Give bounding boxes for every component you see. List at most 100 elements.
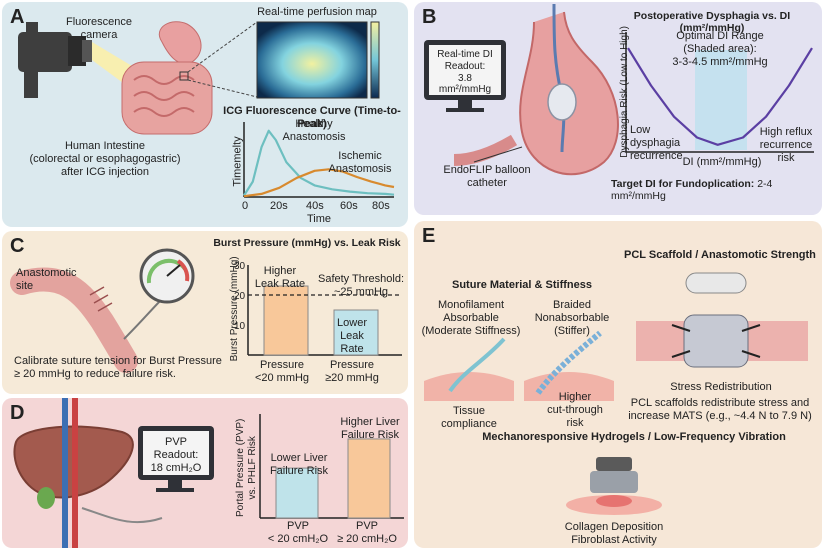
target-di-heading: Target DI for Fundoplication:	[611, 178, 755, 190]
burst-bar-0	[263, 285, 309, 356]
healthy-label-line-1: Healthy	[295, 118, 333, 130]
target-di-value: 2-4 mm²/mmHg	[611, 178, 773, 203]
pvp-monitor-icon	[138, 426, 214, 492]
panel-b-illustration	[424, 3, 814, 176]
collagen-label: Collagen Deposition	[564, 521, 664, 533]
braided-label: Braided Nonabsorbable (Stiffer)	[526, 299, 618, 338]
ischemic-label: Ischemic Anastomosis	[320, 150, 400, 176]
di-x-label: DI (mm²/mmHg)	[682, 156, 762, 168]
tissue-compliance-label: Tissue compliance	[434, 405, 504, 431]
lower-risk-line-1: Lower Liver	[270, 452, 328, 464]
target-di-label: Target DI for Fundoplication: 2-4 mm²/mm…	[611, 178, 821, 203]
catheter-label-line-1: EndoFLIP balloon	[443, 164, 531, 176]
icg-tick-20: 20s	[270, 200, 288, 212]
burst-cat-1: Pressure <20 mmHg	[252, 359, 312, 385]
ischemic-label-line-2: Anastomosis	[328, 162, 392, 175]
sensor-cable	[81, 507, 163, 524]
bar2-leak-line-1: Lower	[337, 317, 367, 329]
braided-line-1: Braided	[553, 299, 591, 311]
burst-tick-30: 30	[234, 261, 246, 272]
di-readout: Real-time DI Readout: 3.8 mm²/mmHg	[431, 49, 499, 96]
burst-cat-1-line-1: Pressure	[259, 359, 305, 371]
panel-a: A Fluorescence camera Human Intestine (c…	[2, 2, 408, 227]
portal-vein	[62, 398, 68, 548]
burst-cat-2-line-1: Pressure	[329, 359, 375, 371]
pvp-bar-1	[347, 438, 391, 519]
intestine-label-line-2: (colorectal or esophagogastric)	[29, 152, 181, 165]
anastomotic-site-label: Anastomotic site	[16, 267, 96, 293]
pvp-cat-2-line-1: PVP	[355, 520, 378, 532]
intestine-label-line-3: after ICG injection	[60, 165, 150, 178]
monofilament-line-2: Absorbable	[443, 311, 499, 324]
calibrate-note-line-1: Calibrate suture tension for Burst Press…	[14, 355, 222, 367]
catheter-label: EndoFLIP balloon catheter	[432, 164, 542, 190]
braided-suture	[535, 330, 602, 395]
pvp-readout: PVP Readout: 18 cmH₂O	[143, 436, 209, 475]
artery	[72, 398, 78, 548]
pvp-cat-2: PVP ≥ 20 cmH₂O	[332, 520, 402, 546]
optimal-range-label: Optimal DI Range (Shaded area): 3-3-4.5 …	[650, 30, 790, 69]
icg-series-1	[243, 168, 395, 198]
optimal-range-shade	[695, 50, 747, 150]
tissue-compliance-line-2: compliance	[441, 417, 497, 430]
panel-b: B Real-time DI Readout: 3.8 mm²/mmHg End…	[414, 2, 822, 215]
pvp-cat-1-line-2: < 20 cmH₂O	[267, 532, 329, 545]
perfusion-title: Real-time perfusion map	[257, 6, 377, 18]
stomach-shape	[159, 21, 202, 65]
camera-icon	[18, 22, 92, 98]
pvp-cat-1-line-1: PVP	[286, 520, 309, 532]
icg-tick-80: 80s	[372, 200, 390, 212]
high-reflux-line-1: High reflux	[759, 126, 813, 138]
burst-chart-title: Burst Pressure (mmHg) vs. Leak Risk	[213, 237, 401, 249]
suture-marks	[89, 286, 113, 312]
balloon-icon	[547, 83, 577, 121]
monofilament-line-3: (Moderate Stiffness)	[421, 324, 521, 337]
di-readout-value: 3.8 mm²/mmHg	[438, 72, 492, 96]
bar2-leak-line-2: Leak	[340, 329, 364, 342]
duodenum-shape	[453, 134, 518, 166]
calibrate-note: Calibrate suture tension for Burst Press…	[14, 355, 244, 381]
pvp-bars-group	[275, 438, 391, 519]
vibration-device-icon	[566, 457, 662, 515]
bar2-leak-line-3: Rate	[340, 342, 364, 355]
braided-line-2: Nonabsorbable	[534, 311, 610, 324]
icg-x-label: Time	[306, 213, 332, 225]
lower-risk-line-2: Failure Risk	[269, 464, 329, 477]
low-dysphagia-line-3: recurrence	[630, 149, 683, 162]
icg-y-label: Timemelty	[231, 136, 244, 187]
panel-b-letter: B	[422, 6, 437, 28]
low-dysphagia-line-2: dysphagia	[630, 136, 681, 149]
optimal-range-line-3: 3-3-4.5 mm²/mmHg	[672, 55, 768, 68]
burst-cat-2-line-2: ≥20 mmHg	[325, 371, 379, 384]
pcl-description-line-1: PCL scaffolds redistribute stress and	[630, 397, 810, 409]
scaffold-mesh	[683, 314, 749, 368]
panel-a-illustration	[18, 21, 395, 198]
safety-threshold-line-1: Safety Threshold:	[317, 273, 404, 285]
ischemic-label-line-1: Ischemic	[338, 150, 382, 162]
pvp-y-label: Portal Pressure (PVP) vs. PHLF Risk	[235, 413, 259, 523]
bar2-leak-label: Lower Leak Rate	[327, 317, 377, 356]
healthy-label: Healthy Anastomosis	[274, 118, 354, 144]
stress-arrows	[671, 324, 761, 358]
fibroblast-label: Fibroblast Activity	[571, 534, 657, 546]
high-reflux-line-3: risk	[777, 151, 795, 164]
di-readout-line-1: Real-time DI	[437, 49, 493, 60]
pcl-description-line-2: increase MATS (e.g., ~4.4 N to 7.9 N)	[628, 409, 812, 422]
intestine-label: Human Intestine (colorectal or esophagog…	[10, 140, 200, 179]
optimal-range-line-1: Optimal DI Range	[676, 30, 764, 42]
panel-d-letter: D	[10, 402, 25, 424]
anastomotic-site-line-1: Anastomotic	[16, 267, 77, 279]
pvp-cat-1: PVP < 20 cmH₂O	[264, 520, 332, 546]
panel-d: D PVP Readout: 18 cmH₂O Portal Pressure …	[2, 398, 408, 548]
low-dysphagia-label: Low dysphagia recurrence	[630, 124, 690, 163]
roi-marker	[179, 71, 189, 81]
cut-through-line-3: risk	[566, 416, 584, 429]
tissue-compliance-line-1: Tissue	[453, 405, 485, 417]
intestine-label-line-1: Human Intestine	[64, 140, 146, 152]
cut-through-label: Higher cut-through risk	[530, 391, 620, 430]
catheter-label-line-2: catheter	[467, 176, 507, 189]
pcl-description: PCL scaffolds redistribute stress and in…	[620, 397, 820, 423]
bar1-leak-line-2: Leak Rate	[254, 277, 306, 290]
di-readout-line-2: Readout:	[444, 60, 486, 72]
panel-d-illustration	[13, 398, 404, 548]
